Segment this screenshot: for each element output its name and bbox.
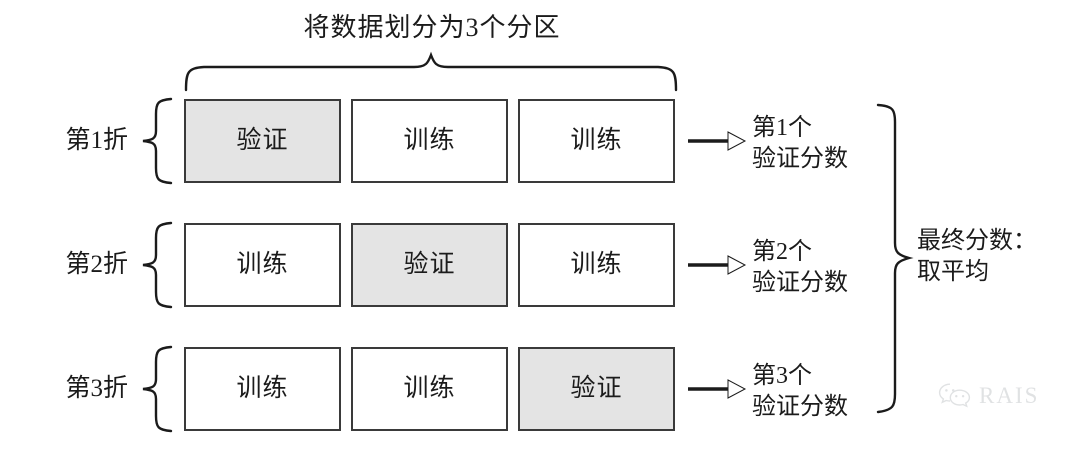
fold-2-score-line1: 第2个	[752, 239, 812, 265]
final-score-label: 最终分数： 取平均	[917, 226, 1067, 288]
fold-3-partition-2[interactable]: 训练	[351, 347, 508, 431]
final-score-brace-icon	[876, 103, 914, 414]
watermark-text: RAIS	[979, 382, 1040, 408]
fold-3-partition-3[interactable]: 验证	[518, 347, 675, 431]
fold-3-score: 第3个 验证分数	[752, 361, 882, 423]
fold-2-partition-3[interactable]: 训练	[518, 223, 675, 307]
fold-2-score-line2: 验证分数	[752, 270, 848, 296]
arrow-right-3-icon	[688, 379, 747, 399]
fold-label-1: 第1折	[65, 127, 128, 154]
fold-1-score-line2: 验证分数	[752, 146, 848, 172]
fold-1-partition-3[interactable]: 训练	[518, 99, 675, 183]
arrow-right-2-icon	[688, 255, 747, 275]
fold-2-partition-2[interactable]: 验证	[351, 223, 508, 307]
partition-brace-icon	[184, 51, 678, 92]
final-score-line1: 最终分数：	[917, 228, 1037, 254]
final-score-line2: 取平均	[917, 259, 989, 285]
fold-brace-3-icon	[142, 345, 173, 433]
wechat-icon	[938, 383, 971, 408]
fold-3-partition-1[interactable]: 训练	[184, 347, 341, 431]
fold-3-score-line2: 验证分数	[752, 394, 848, 420]
fold-brace-1-icon	[142, 97, 173, 185]
fold-label-3: 第3折	[65, 375, 128, 402]
fold-label-2: 第2折	[65, 251, 128, 278]
fold-brace-2-icon	[142, 221, 173, 309]
fold-1-partition-1[interactable]: 验证	[184, 99, 341, 183]
diagram-title: 将数据划分为3个分区	[303, 13, 561, 42]
fold-1-partition-2[interactable]: 训练	[351, 99, 508, 183]
fold-1-score: 第1个 验证分数	[752, 113, 882, 175]
arrow-right-1-icon	[688, 131, 747, 151]
fold-3-score-line1: 第3个	[752, 363, 812, 389]
fold-1-score-line1: 第1个	[752, 115, 812, 141]
fold-2-partition-1[interactable]: 训练	[184, 223, 341, 307]
watermark: RAIS	[938, 382, 1039, 409]
fold-2-score: 第2个 验证分数	[752, 237, 882, 299]
